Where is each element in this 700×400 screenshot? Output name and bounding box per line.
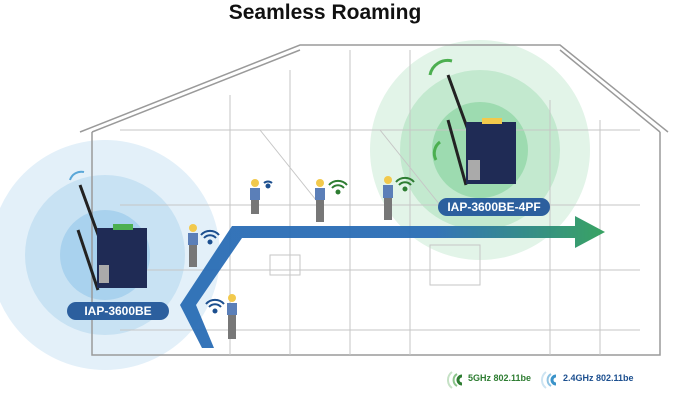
wifi-icon — [395, 176, 415, 192]
worker — [188, 224, 198, 267]
wifi-icon — [205, 298, 225, 314]
wifi-icon — [200, 229, 220, 245]
iap-3600be-device — [69, 170, 147, 291]
worker — [250, 179, 260, 214]
worker — [315, 179, 325, 222]
workers — [188, 176, 393, 339]
house-outline — [79, 44, 669, 356]
legend-2-4ghz-label: 2.4GHz 802.11be — [563, 373, 634, 383]
iap-3600be-4pf-device — [428, 59, 516, 186]
worker — [383, 176, 393, 220]
roaming-arrow — [180, 216, 605, 348]
wifi-icons — [200, 176, 415, 314]
worker — [227, 294, 237, 339]
device-label-iap-3600be-4pf: IAP-3600BE-4PF — [438, 198, 550, 216]
legend-5ghz-label: 5GHz 802.11be — [468, 373, 532, 383]
legend-2-4ghz-icon — [541, 371, 557, 389]
wifi-icon — [263, 180, 273, 189]
wifi-icon — [328, 179, 348, 195]
page-title: Seamless Roaming — [228, 1, 422, 24]
house-frame — [120, 50, 640, 355]
device-label-iap-3600be: IAP-3600BE — [67, 302, 169, 320]
legend-5ghz-icon — [447, 371, 463, 389]
